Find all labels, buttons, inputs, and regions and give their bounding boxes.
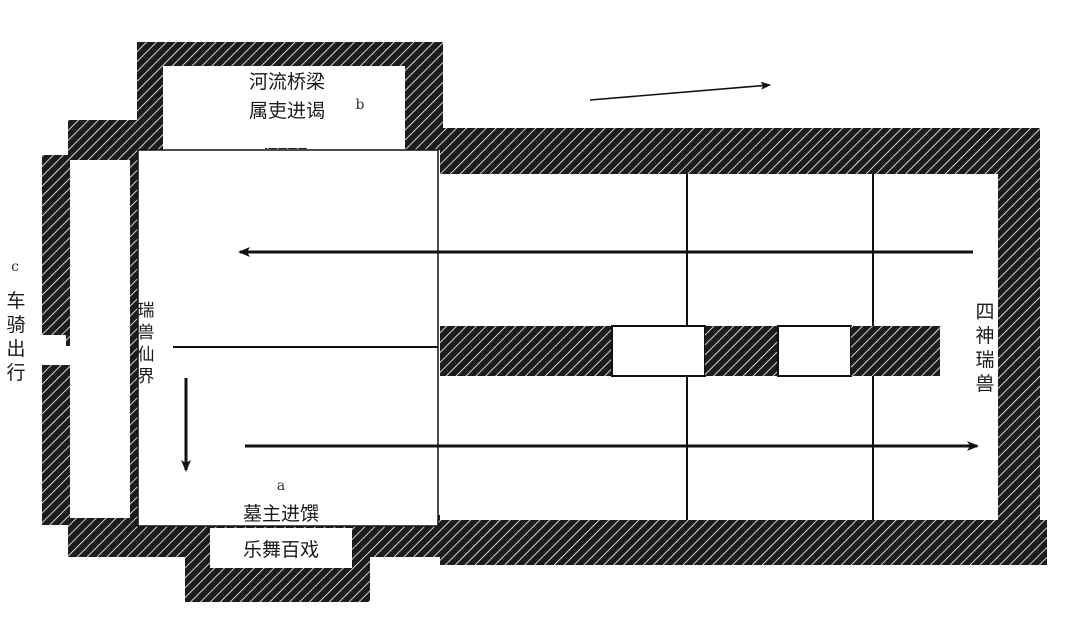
- partition-lines: [173, 174, 874, 520]
- wall-front-left-upper: [42, 155, 70, 335]
- wall-front-top-left: [68, 120, 138, 160]
- bottom-room-label-line2: 乐舞百戏: [243, 539, 319, 561]
- wall-top-room-right: [405, 42, 443, 150]
- central-divider: [440, 325, 940, 377]
- top-room-step-floor: [265, 127, 307, 129]
- vestibule-floor: [70, 160, 130, 518]
- top-room-letter: b: [356, 97, 365, 113]
- wall-bottom-room-right: [352, 525, 370, 575]
- arrow-top-diagonal: [589, 81, 771, 101]
- divider-block-1: [440, 326, 612, 376]
- front-hall-floor: [137, 149, 439, 527]
- left-outside-char-3: 出: [6, 338, 25, 360]
- wall-main-bottom: [440, 520, 1047, 565]
- wall-main-top: [440, 128, 1040, 174]
- wall-front-left-lower: [42, 365, 70, 525]
- labels: 河流桥梁 属吏进谒 b c 车 骑 出 行 瑞 兽 仙 界 四 神 瑞 兽 a …: [6, 71, 994, 561]
- bottom-room-label-line1: 墓主进馔: [243, 503, 319, 525]
- arrows: [181, 81, 979, 472]
- bottom-room-letter: a: [277, 478, 285, 494]
- left-outside-char-2: 骑: [6, 314, 25, 336]
- left-outside-char-4: 行: [6, 362, 25, 384]
- divider-block-2: [705, 326, 778, 376]
- left-outside-char-1: 车: [6, 290, 25, 312]
- left-outside-letter: c: [11, 259, 19, 275]
- bottom-room-floor: [210, 528, 352, 568]
- right-end-char-4: 兽: [975, 373, 994, 395]
- front-hall-char-4: 界: [138, 367, 155, 387]
- divider-opening-2: [777, 325, 852, 377]
- wall-top-room-left: [137, 42, 163, 150]
- divider-block-3: [851, 326, 940, 376]
- top-room-label-line2: 属吏进谒: [249, 100, 325, 122]
- wall-main-right: [998, 128, 1040, 550]
- front-hall-char-3: 仙: [138, 345, 155, 365]
- right-end-char-3: 瑞: [975, 349, 994, 371]
- front-hall-char-2: 兽: [138, 323, 155, 343]
- front-hall-char-1: 瑞: [138, 301, 155, 321]
- right-end-char-1: 四: [975, 301, 994, 323]
- top-room-label-line1: 河流桥梁: [249, 71, 325, 93]
- divider-opening-1: [611, 325, 706, 377]
- wall-top-room-top: [137, 42, 443, 66]
- right-end-char-2: 神: [975, 325, 994, 347]
- top-room-floor: [163, 66, 405, 148]
- wall-bottom-room-left: [185, 525, 210, 575]
